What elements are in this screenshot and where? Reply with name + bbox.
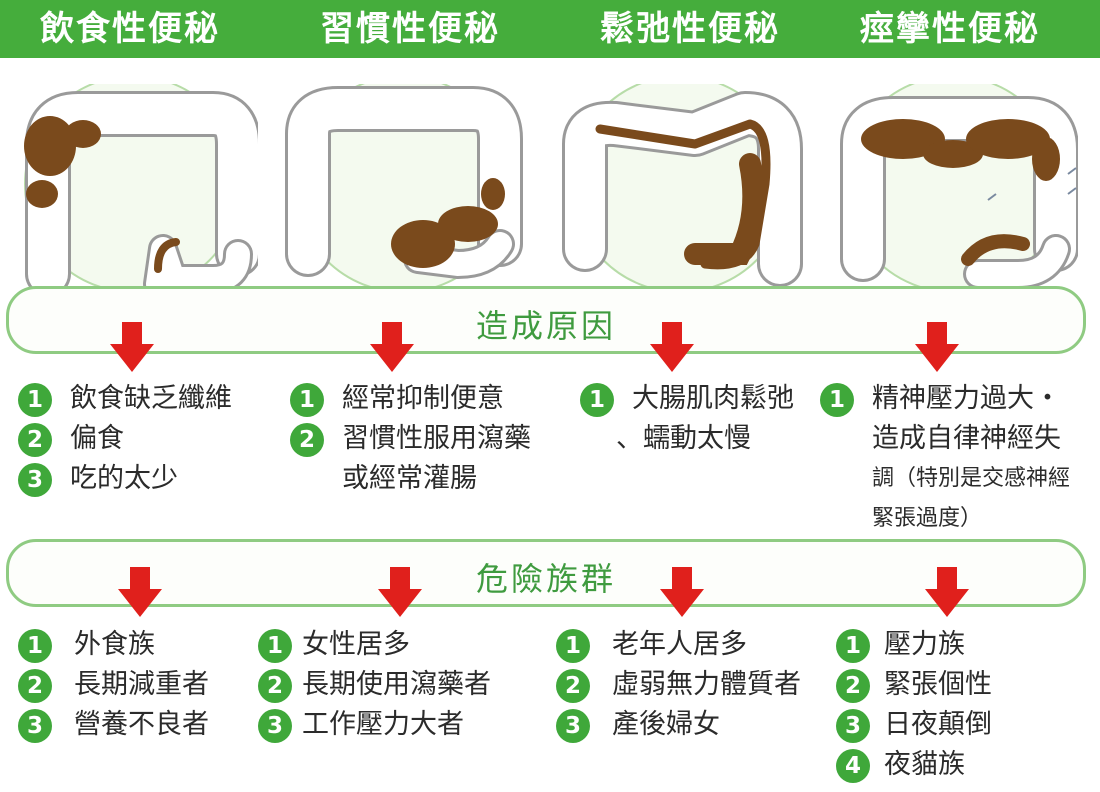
number-badge: 2 xyxy=(556,669,590,703)
number-badge: 1 xyxy=(290,383,324,417)
number-badge: 2 xyxy=(18,669,52,703)
number-badge: 1 xyxy=(258,629,292,663)
number-badge: 1 xyxy=(820,383,854,417)
header-atonic: 鬆弛性便秘 xyxy=(600,9,780,49)
risk-groups-band: 危險族群 xyxy=(6,539,1086,607)
header-dietary: 飲食性便秘 xyxy=(40,9,220,49)
down-arrow-icon xyxy=(118,567,162,617)
colon-spastic-icon xyxy=(840,84,1078,293)
colon-dietary-icon xyxy=(24,84,258,299)
causes-band: 造成原因 xyxy=(6,286,1086,354)
down-arrow-icon xyxy=(370,322,414,372)
number-badge: 1 xyxy=(580,383,614,417)
number-badge: 1 xyxy=(556,629,590,663)
number-badge: 1 xyxy=(18,629,52,663)
number-badge: 2 xyxy=(290,423,324,457)
list-item: 緊張過度） xyxy=(872,506,983,531)
number-badge: 2 xyxy=(836,669,870,703)
colon-atonic-icon xyxy=(562,84,803,293)
number-badge: 1 xyxy=(18,383,52,417)
causes-label: 造成原因 xyxy=(475,307,616,345)
number-badge: 3 xyxy=(258,709,292,743)
down-arrow-icon xyxy=(915,322,959,372)
number-badge: 1 xyxy=(836,629,870,663)
number-badge: 2 xyxy=(258,669,292,703)
down-arrow-icon xyxy=(925,567,969,617)
down-arrow-icon xyxy=(660,567,704,617)
list-item: 調（特別是交感神經 xyxy=(872,466,1071,491)
header-habitual: 習慣性便秘 xyxy=(320,9,500,49)
colon-habitual-icon xyxy=(285,84,523,293)
number-badge: 3 xyxy=(18,709,52,743)
risk-groups-label: 危險族群 xyxy=(475,560,616,598)
down-arrow-icon xyxy=(110,322,154,372)
number-badge: 3 xyxy=(556,709,590,743)
header-spastic: 痙攣性便秘 xyxy=(860,9,1040,49)
list-item: 造成自律神經失 xyxy=(872,423,1061,454)
list-item: 、蠕動太慢 xyxy=(616,423,751,454)
header-bar: 飲食性便秘 習慣性便秘 鬆弛性便秘 痙攣性便秘 xyxy=(0,0,1100,58)
list-item: 或經常灌腸 xyxy=(342,463,477,494)
down-arrow-icon xyxy=(650,322,694,372)
down-arrow-icon xyxy=(378,567,422,617)
number-badge: 2 xyxy=(18,423,52,457)
number-badge: 3 xyxy=(836,709,870,743)
number-badge: 3 xyxy=(18,463,52,497)
number-badge: 4 xyxy=(836,749,870,783)
